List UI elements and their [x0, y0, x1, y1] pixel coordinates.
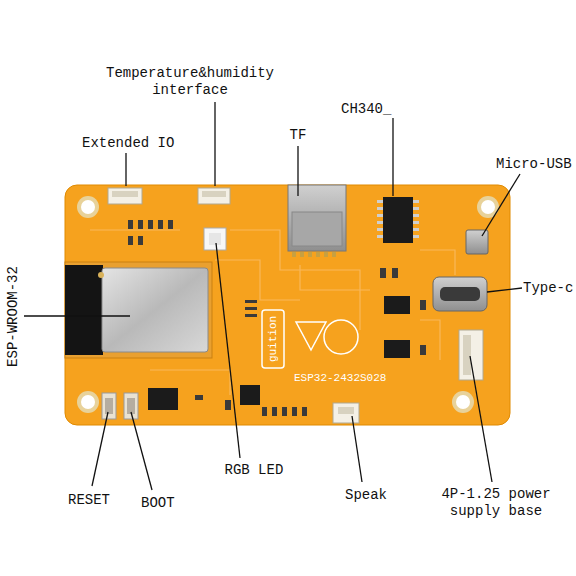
callout-label: Type-c [523, 280, 573, 297]
logo-marks [262, 310, 358, 368]
rgb-led [204, 228, 226, 250]
jst-connectors [108, 188, 230, 204]
callout-label: RGB LED [225, 462, 284, 479]
ic-chips [148, 296, 410, 410]
callout-label: RESET [68, 492, 110, 509]
callout-label: 4P-1.25 power supply base [420, 486, 572, 520]
callout-label: Micro-USB [496, 156, 572, 173]
callout-label: TF [290, 127, 307, 144]
callout-label: Temperature&humidity interface [95, 65, 285, 99]
esp-module [65, 262, 212, 358]
pcb-traces [90, 230, 455, 395]
tf-slot [288, 185, 346, 257]
power-connector [459, 330, 483, 380]
callout-label: Speak [345, 487, 387, 504]
callout-label: Extended IO [82, 135, 174, 152]
callout-label: BOOT [141, 495, 175, 512]
speaker-connector [333, 403, 359, 423]
type-c-port [433, 277, 487, 311]
brand-logo: guition [266, 316, 280, 362]
board-silkscreen: ESP32-2432S028 [294, 371, 386, 385]
callout-label: ESP-WROOM-32 [4, 266, 21, 367]
ch340-chip [377, 197, 419, 243]
smd-parts [128, 220, 426, 416]
leader-lines [24, 102, 522, 490]
pcb-board [65, 185, 510, 425]
micro-usb-port [466, 230, 488, 254]
callout-label: CH340_ [341, 101, 391, 118]
